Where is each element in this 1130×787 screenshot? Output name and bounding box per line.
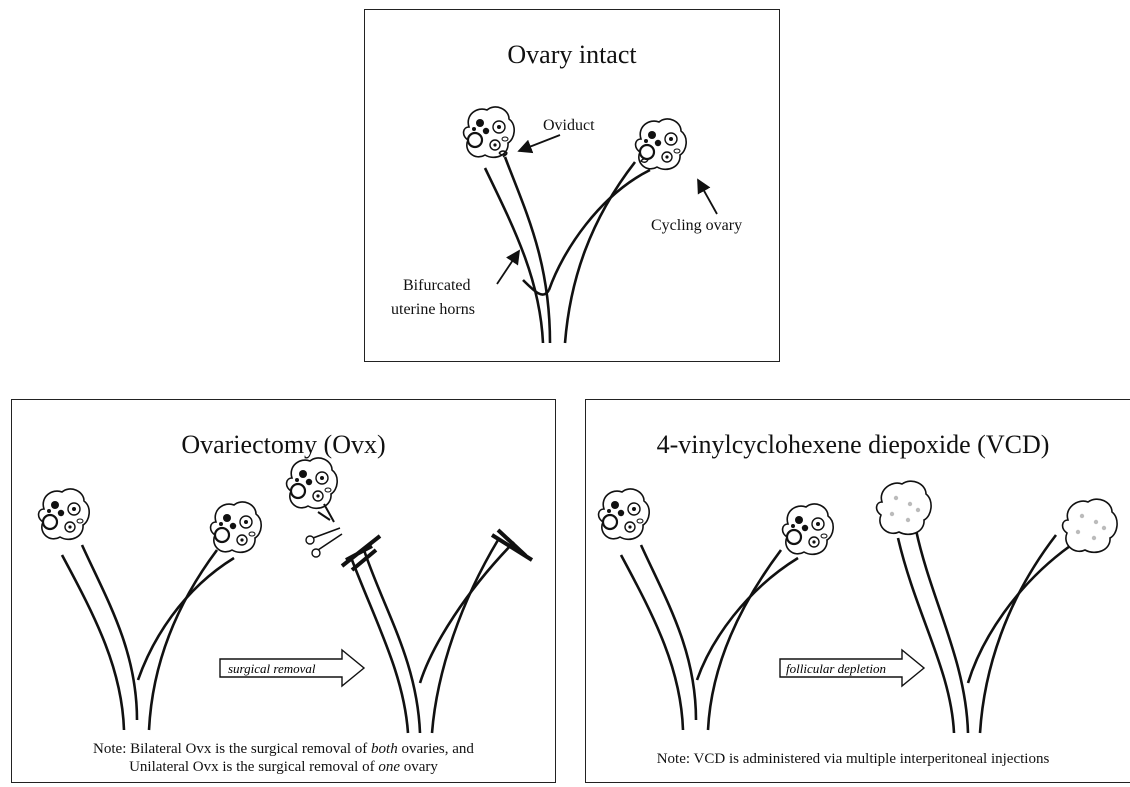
label-horns-line2: uterine horns xyxy=(391,300,475,319)
note-ovx-line1: Note: Bilateral Ovx is the surgical remo… xyxy=(12,740,555,758)
panel-vcd: 4-vinylcyclohexene diepoxide (VCD) folli… xyxy=(585,399,1130,783)
label-cycling-ovary: Cycling ovary xyxy=(651,216,742,235)
label-oviduct: Oviduct xyxy=(543,116,595,135)
arrow-label-surgical-removal: surgical removal xyxy=(228,661,316,676)
note-ovx-line2: Unilateral Ovx is the surgical removal o… xyxy=(12,758,555,776)
ovariectomy-diagram: surgical removal xyxy=(12,400,557,784)
note-ovx-line1-a: Note: Bilateral Ovx is the surgical remo… xyxy=(93,741,371,757)
note-vcd: Note: VCD is administered via multiple i… xyxy=(576,750,1130,768)
vcd-diagram: follicular depletion xyxy=(586,400,1130,784)
note-ovx-line1-b: ovaries, and xyxy=(398,741,474,757)
panel-ovary-intact: Ovary intact xyxy=(364,9,780,362)
note-ovx-line2-a: Unilateral Ovx is the surgical removal o… xyxy=(129,759,378,775)
note-ovx-line2-em: one xyxy=(378,759,400,775)
panel-ovariectomy: Ovariectomy (Ovx) surgical removal Note:… xyxy=(11,399,556,783)
label-horns-line1: Bifurcated xyxy=(403,276,471,295)
arrow-label-follicular-depletion: follicular depletion xyxy=(786,661,886,676)
note-ovx-line2-b: ovary xyxy=(400,759,438,775)
note-ovx-line1-em: both xyxy=(371,741,398,757)
